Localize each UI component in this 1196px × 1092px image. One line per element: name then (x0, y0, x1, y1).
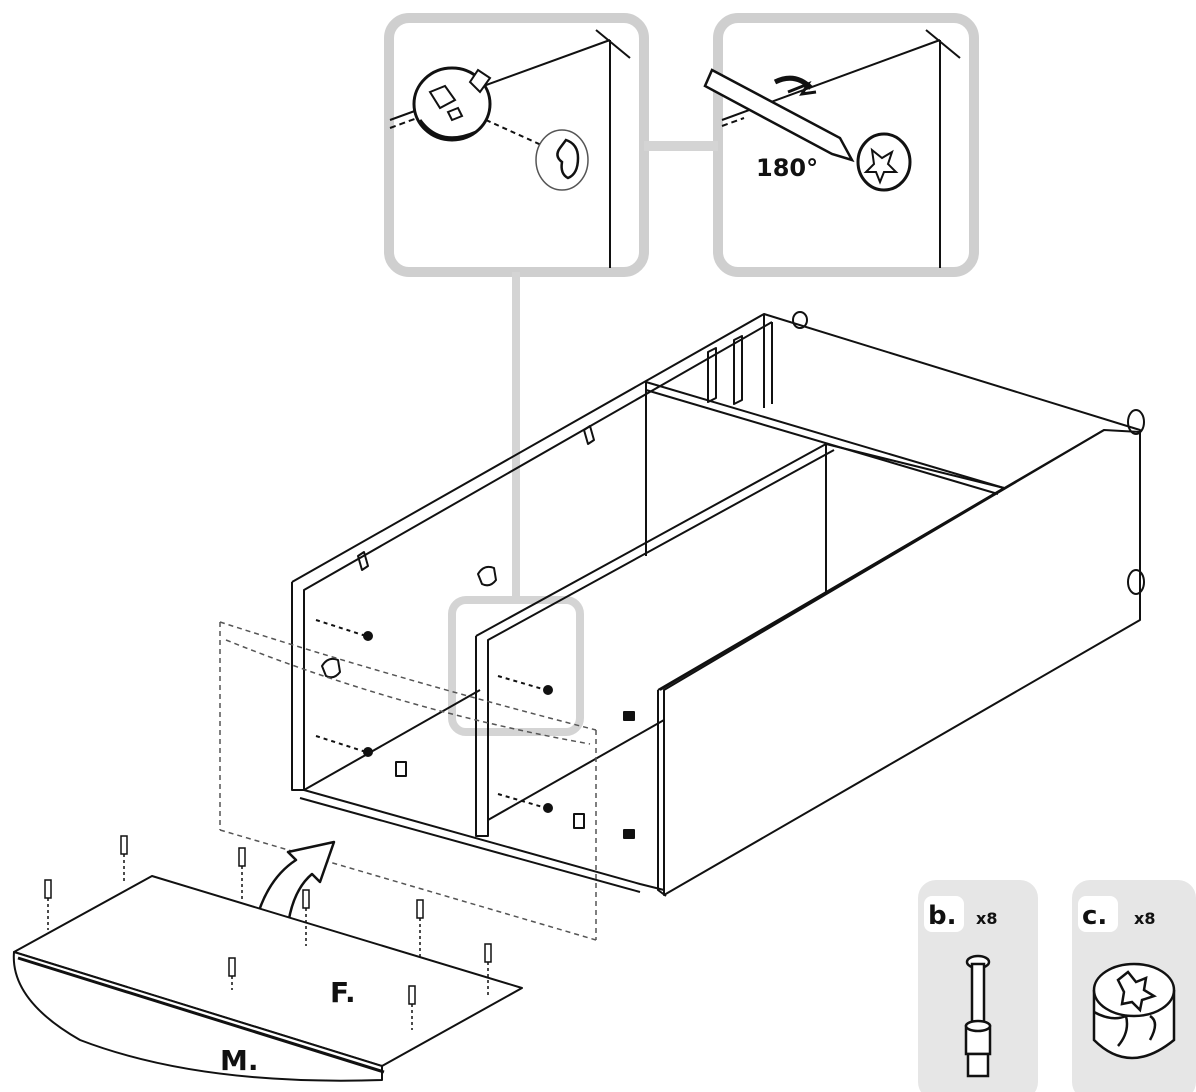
rotation-angle-label: 180° (756, 154, 818, 182)
part-letter-b: b. (928, 901, 957, 931)
dowel-pin-icon (964, 954, 992, 1078)
cam-lock-insert-icon (412, 66, 492, 142)
parts-box-c: c. x8 (1072, 880, 1196, 1092)
parts-box-b: b. x8 (918, 880, 1038, 1092)
part-quantity-b: x8 (976, 909, 997, 928)
screwdriver-rotate-icon (703, 68, 912, 192)
front-panel-ghost (219, 621, 597, 941)
cam-lock-icon (1092, 962, 1176, 1060)
dowel-pins-on-panel (44, 835, 492, 1030)
callout-zoom-box (448, 596, 584, 736)
base-panel-f (12, 875, 523, 1082)
cabinet-carcass (291, 311, 1145, 897)
part-letter-c: c. (1082, 901, 1107, 931)
front-panel-label: M. (220, 1044, 259, 1077)
base-panel-label: F. (330, 976, 356, 1009)
part-quantity-c: x8 (1134, 909, 1155, 928)
detail-panel-left (384, 13, 649, 277)
detail-panel-right: 180° (703, 13, 979, 277)
